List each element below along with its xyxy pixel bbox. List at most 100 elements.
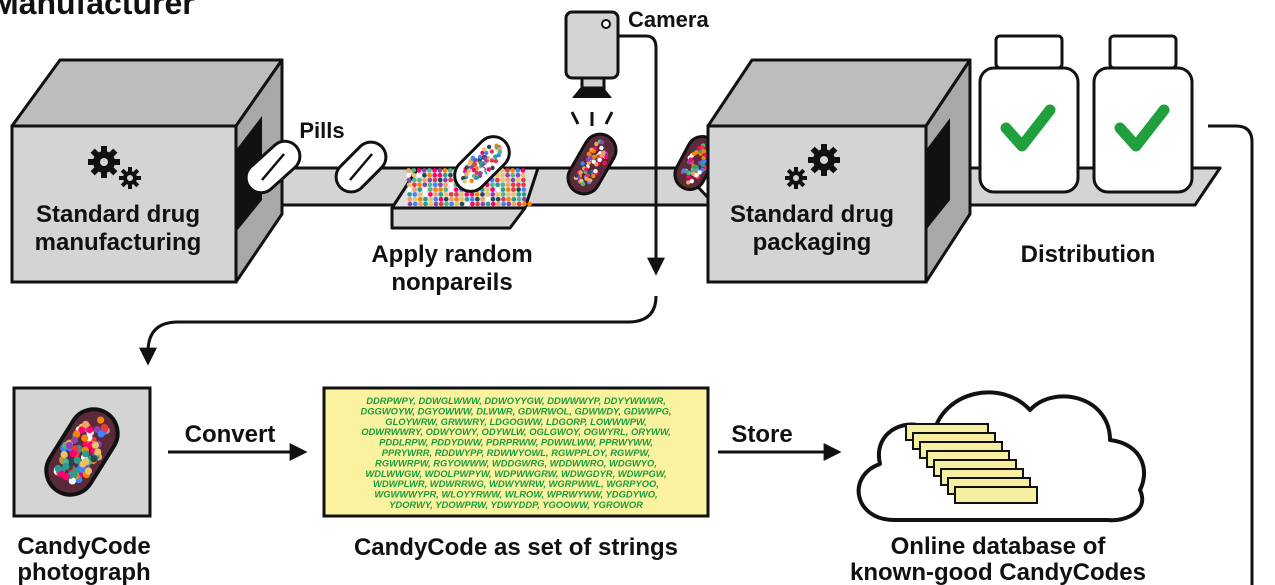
nonpareil-dot xyxy=(91,441,99,449)
nonpareil-dot xyxy=(422,172,427,178)
nonpareil-dot xyxy=(604,154,609,160)
nonpareil-dot xyxy=(496,201,501,207)
nonpareil-dot xyxy=(433,187,438,192)
nonpareil-dot xyxy=(493,158,499,164)
code-string-line: DGGWOYW, DGYOWWW, DLWWR, GDWRWOL, GDWWDY… xyxy=(360,405,671,416)
nonpareil-dot xyxy=(490,192,496,197)
store-label: Store xyxy=(731,421,792,448)
nonpareil-dot xyxy=(515,177,521,183)
nonpareil-dot xyxy=(584,167,589,172)
nonpareil-dot xyxy=(594,141,599,147)
nonpareil-dot xyxy=(427,177,433,183)
nonpareil-dot xyxy=(469,196,475,202)
nonpareil-dot xyxy=(474,170,479,175)
nonpareil-dot xyxy=(82,450,90,458)
nonpareil-dot xyxy=(478,160,483,166)
nonpareil-dot xyxy=(447,168,453,173)
nonpareil-dot xyxy=(520,168,526,173)
nonpareil-dot xyxy=(593,169,598,174)
nonpareil-dot xyxy=(485,192,490,197)
nonpareil-dot xyxy=(406,182,412,188)
nonpareil-dot xyxy=(474,192,480,197)
nonpareil-dot xyxy=(505,177,511,183)
nonpareil-dot xyxy=(480,192,485,197)
nonpareil-dot xyxy=(521,196,527,202)
nonpareil-dot xyxy=(86,426,94,434)
candycode-photo-pill xyxy=(44,407,120,497)
nonpareil-dot xyxy=(692,147,697,152)
nonpareil-dot xyxy=(486,144,492,150)
nonpareil-dot xyxy=(472,162,478,167)
coated-pill xyxy=(566,132,618,196)
camera-arrow-icon xyxy=(618,34,665,276)
nonpareil-dot xyxy=(688,157,693,162)
nonpareil-dot xyxy=(438,196,444,202)
nonpareil-dot xyxy=(422,187,428,192)
nonpareil-dot xyxy=(511,201,517,207)
nonpareil-dot xyxy=(467,161,472,167)
nonpareil-dot xyxy=(421,168,427,173)
nonpareil-dot xyxy=(418,201,423,207)
nonpareil-dot xyxy=(578,170,583,175)
camera-label: Camera xyxy=(628,7,709,32)
nonpareil-dot xyxy=(585,157,591,162)
nonpareil-dot xyxy=(591,173,596,179)
nonpareil-dot xyxy=(433,196,439,202)
nonpareil-dot xyxy=(442,168,448,173)
nonpareil-dot xyxy=(480,150,485,155)
nonpareil-dot xyxy=(505,168,510,173)
nonpareil-dot xyxy=(448,172,453,178)
nonpareil-dot xyxy=(495,196,501,202)
nonpareil-dot xyxy=(475,201,480,207)
nonpareil-dot xyxy=(501,201,506,207)
nonpareil-dot xyxy=(481,172,487,178)
nonpareil-dot xyxy=(464,165,469,170)
nonpareil-dot xyxy=(701,149,707,154)
nonpareil-dot xyxy=(580,161,585,166)
nonpareil-dot xyxy=(427,172,432,178)
nonpareil-dot xyxy=(585,173,590,178)
nonpareil-dot xyxy=(417,182,422,188)
nonpareil-dot xyxy=(483,156,488,161)
nonpareil-dot xyxy=(495,177,500,183)
photo-label-line1: CandyCode xyxy=(17,533,150,560)
distribution-label: Distribution xyxy=(1021,241,1156,268)
nonpareil-dot xyxy=(464,201,470,207)
nonpareil-dot xyxy=(602,160,607,166)
nonpareil-dot xyxy=(432,172,438,178)
nonpareil-dot xyxy=(470,201,475,207)
nonpareil-dot xyxy=(485,196,491,202)
nonpareil-dot xyxy=(597,157,602,163)
code-string-line: WGWWWYPR, WLOYYRWW, WLROW, WPRWYWW, YDGD… xyxy=(374,489,657,500)
check-icon xyxy=(1114,104,1170,152)
nonpareil-dot xyxy=(521,182,526,188)
nonpareil-dot xyxy=(81,434,89,442)
nonpareil-dot xyxy=(527,201,532,207)
nonpareil-dot xyxy=(700,145,705,150)
nonpareil-dot xyxy=(495,182,500,188)
nonpareil-dot xyxy=(485,187,490,192)
nonpareil-dot xyxy=(521,177,526,183)
nonpareil-dot xyxy=(521,192,527,197)
nonpareil-dot xyxy=(433,192,438,197)
nonpareil-dot xyxy=(454,192,459,197)
nonpareil-dot xyxy=(522,201,527,207)
diagram-title: Manufacturer xyxy=(0,0,195,21)
manufacturing-box xyxy=(10,58,284,284)
gears-icon xyxy=(785,144,840,189)
nonpareil-dot xyxy=(427,182,433,188)
nonpareil-dot xyxy=(442,172,448,178)
nonpareil-dot xyxy=(505,182,511,188)
nonpareil-dot xyxy=(438,182,443,188)
plain-pill xyxy=(244,139,302,195)
nonpareil-dot xyxy=(60,450,68,459)
nonpareil-dot xyxy=(474,152,479,157)
check-icon xyxy=(1000,104,1056,152)
nonpareil-dot xyxy=(475,175,480,180)
nonpareil-dot xyxy=(412,196,418,202)
nonpareil-dot xyxy=(428,192,433,197)
code-string-line: WDWPLWR, WDWRRWG, WDWYWRW, WGRPWWL, WGRP… xyxy=(373,478,659,489)
nonpareil-dot xyxy=(448,187,454,192)
nonpareil-dot xyxy=(506,196,511,202)
nonpareil-dot xyxy=(438,187,443,192)
